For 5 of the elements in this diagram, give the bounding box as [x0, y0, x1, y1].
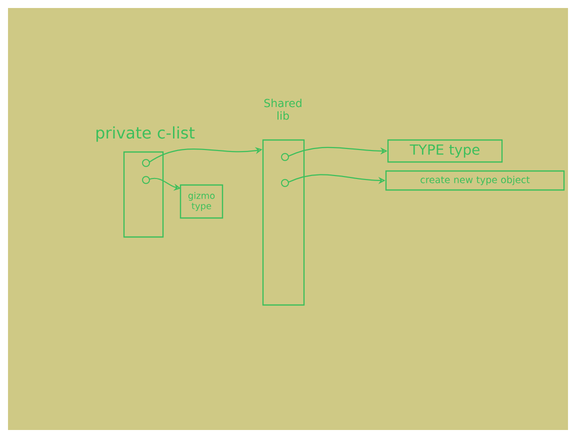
- column-heading: private c-list: [96, 126, 195, 142]
- text-box: create new type object: [385, 170, 565, 191]
- column-heading: Shared lib: [264, 98, 302, 120]
- text-box: TYPE type: [387, 139, 503, 163]
- text-box: gizmo type: [180, 184, 224, 219]
